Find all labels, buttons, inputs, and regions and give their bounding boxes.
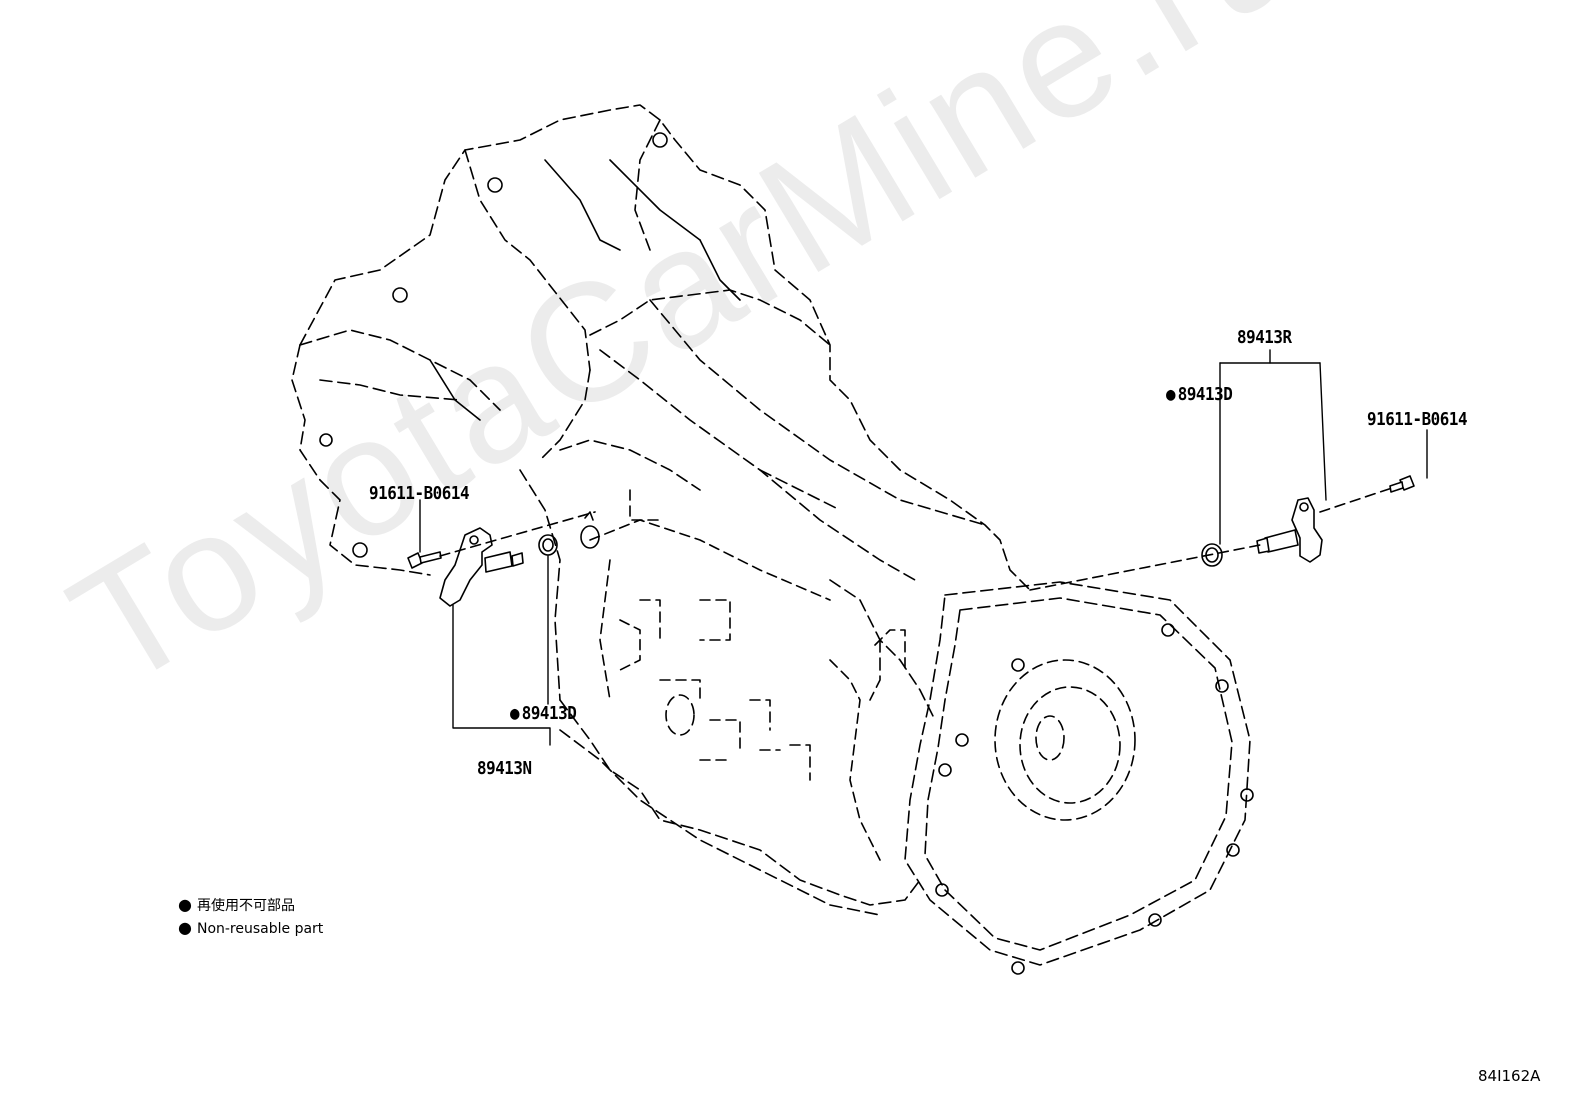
legend-japanese: 再使用不可部品 (178, 894, 323, 917)
left-speed-sensor (440, 528, 523, 606)
bell-bolt-holes (320, 133, 1253, 974)
transmission-housing (292, 105, 1030, 915)
left-leaders (420, 500, 550, 745)
callout-right-assembly: 89413R (1237, 327, 1292, 348)
diagram-code: 84I162A (1478, 1067, 1541, 1085)
right-axis-line (1030, 545, 1260, 590)
right-axis-line-bolt (1320, 487, 1395, 512)
right-speed-sensor (1257, 498, 1322, 562)
callout-right-bolt: 91611-B0614 (1367, 409, 1468, 430)
case-contours (430, 160, 740, 420)
right-leaders (1220, 350, 1427, 544)
torque-converter (995, 660, 1135, 820)
legend-english: Non-reusable part (178, 917, 323, 940)
callout-left-bolt: 91611-B0614 (369, 483, 470, 504)
left-o-ring (539, 535, 557, 555)
legend: 再使用不可部品 Non-reusable part (178, 894, 323, 940)
bell-housing (905, 582, 1250, 965)
callout-left-sensor: 89413N (477, 758, 532, 779)
right-bolt (1390, 476, 1414, 492)
case-details (590, 490, 905, 860)
callout-left-o-ring: 89413D (510, 703, 577, 724)
left-bolt (408, 552, 441, 568)
callout-right-o-ring: 89413D (1166, 384, 1233, 405)
left-housing-bore (581, 512, 599, 548)
left-axis-line (440, 512, 595, 556)
